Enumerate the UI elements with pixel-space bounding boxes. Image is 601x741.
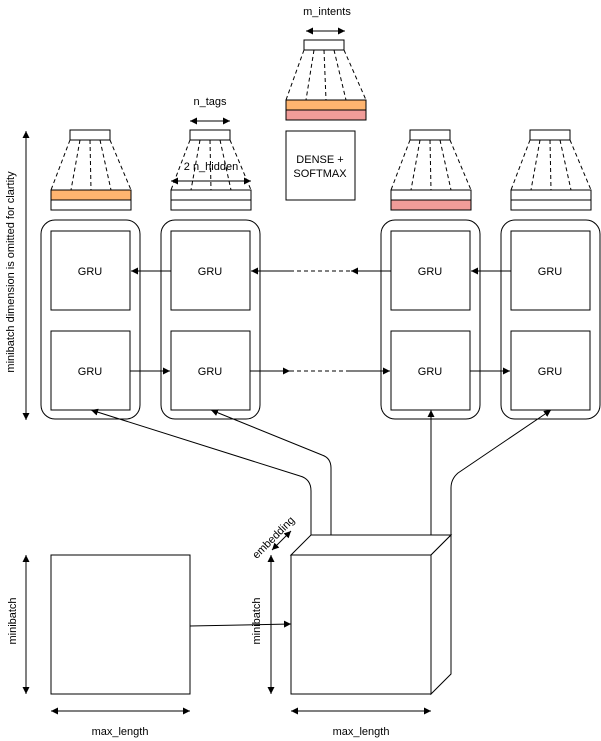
tag-top-box <box>529 129 571 141</box>
dense-label: DENSE + <box>296 154 343 166</box>
gru-column-2: GRU GRU <box>160 219 261 420</box>
tag-top-box <box>69 129 111 141</box>
gru-column-1: GRU GRU <box>40 219 141 420</box>
tag-top-bar <box>170 189 252 201</box>
embedding-arrow <box>271 530 292 551</box>
intent-output: m_intents DENSE + SOFTMAX <box>285 6 367 201</box>
max-length-label-right: max_length <box>333 726 390 738</box>
n-tags-label: n_tags <box>193 96 227 108</box>
intent-orange-bar <box>285 99 367 111</box>
gru-label: GRU <box>78 266 103 278</box>
gru-label: GRU <box>538 266 563 278</box>
gru-label: GRU <box>78 366 103 378</box>
tag-output-col4 <box>510 129 592 211</box>
tag-fan-lines <box>510 139 592 191</box>
gru-column-3: GRU GRU <box>380 219 481 420</box>
intent-fan-lines <box>285 49 367 101</box>
gru-label: GRU <box>418 366 443 378</box>
intent-top-box <box>303 39 345 51</box>
embedding-label: embedding <box>250 514 297 561</box>
gru-forward-cell <box>170 330 251 411</box>
intent-pink-bar <box>285 109 367 121</box>
dense-softmax-box <box>285 130 356 201</box>
embedding-to-gru-connections <box>90 408 552 535</box>
input-matrix-box <box>50 554 191 695</box>
input-matrix: minibatch max_length <box>7 554 191 738</box>
tag-top-box <box>409 129 451 141</box>
m-intents-label: m_intents <box>303 6 351 18</box>
tag-fan-lines <box>390 139 472 191</box>
tag-output-col3 <box>390 129 472 211</box>
gru-label: GRU <box>198 366 223 378</box>
minibatch-label-right: minibatch <box>251 597 263 644</box>
softmax-label: SOFTMAX <box>293 168 347 180</box>
max-length-label-left: max_length <box>92 726 149 738</box>
embedding-tensor: embedding minibatch max_length <box>250 514 453 738</box>
gru-label: GRU <box>418 266 443 278</box>
tag-fan-lines <box>50 139 132 191</box>
tag-bottom-bar <box>170 199 252 211</box>
cube-front-face <box>290 554 432 695</box>
gru-backward-cell <box>50 230 131 311</box>
gru-forward-cell <box>50 330 131 411</box>
gru-label: GRU <box>538 366 563 378</box>
gru-column-4: GRU GRU <box>500 219 601 420</box>
tag-output-col2: n_tags 2 n_hidden <box>170 96 252 211</box>
cube-top-face <box>289 534 453 556</box>
matrix-to-embedding-arrow <box>189 620 292 628</box>
two-n-hidden-label: 2 n_hidden <box>184 161 238 173</box>
tag-pink-bar <box>390 199 472 211</box>
gru-forward-cell <box>390 330 471 411</box>
gru-backward-cell <box>390 230 471 311</box>
omitted-note-label: minibatch dimension is omitted for clart… <box>5 171 17 373</box>
tag-orange-bar <box>50 189 132 201</box>
tag-top-bar <box>510 189 592 201</box>
tag-output-col1 <box>50 129 132 211</box>
gru-backward-cell <box>170 230 251 311</box>
tag-top-box <box>189 129 231 141</box>
tag-top-bar <box>390 189 472 201</box>
tag-bottom-bar <box>510 199 592 211</box>
gru-label: GRU <box>198 266 223 278</box>
minibatch-label-left: minibatch <box>7 597 19 644</box>
gru-forward-cell <box>510 330 591 411</box>
tag-bottom-bar <box>50 199 132 211</box>
cube-side-face <box>430 533 452 696</box>
gru-backward-cell <box>510 230 591 311</box>
